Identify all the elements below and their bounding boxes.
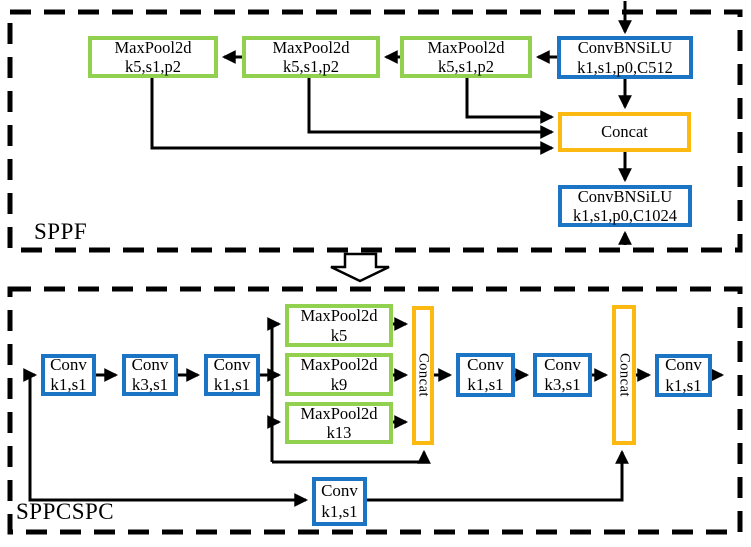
- sppcspc-conv4-box: Conv k1,s1: [456, 353, 515, 397]
- sppcspc-conv5-box: Conv k3,s1: [533, 353, 592, 397]
- sppf-maxpool1-name: MaxPool2d: [114, 37, 192, 57]
- sppcspc-maxpool-k9-params: k9: [330, 374, 348, 394]
- sppcspc-conv6-box: Conv k1,s1: [655, 354, 712, 397]
- sppf-conv-in-params: k1,s1,p0,C512: [577, 57, 673, 77]
- sppf-maxpool3-name: MaxPool2d: [427, 37, 505, 57]
- sppf-maxpool2-box: MaxPool2d k5,s1,p2: [242, 36, 380, 78]
- sppf-maxpool3-box: MaxPool2d k5,s1,p2: [400, 36, 532, 78]
- sppcspc-conv2-box: Conv k3,s1: [122, 354, 178, 396]
- sppcspc-conv5-name: Conv: [544, 354, 581, 374]
- sppcspc-conv6-params: k1,s1: [665, 375, 702, 395]
- sppcspc-conv3-name: Conv: [213, 354, 251, 374]
- sppf-maxpool3-params: k5,s1,p2: [438, 57, 494, 76]
- sppf-maxpool2-params: k5,s1,p2: [283, 57, 339, 76]
- sppf-section-label: SPPF: [34, 219, 88, 244]
- sppcspc-conv6-name: Conv: [665, 355, 702, 375]
- sppcspc-conv2-params: k3,s1: [131, 375, 169, 394]
- sppcspc-conv-shortcut-name: Conv: [321, 481, 358, 501]
- sppcspc-conv-shortcut-params: k1,s1: [321, 501, 358, 521]
- sppcspc-conv1-box: Conv k1,s1: [41, 354, 96, 396]
- sppcspc-conv3-params: k1,s1: [213, 375, 251, 394]
- sppcspc-section-label: SPPCSPC: [16, 499, 115, 524]
- sppcspc-concat1-box: Concat: [412, 306, 434, 445]
- sppcspc-maxpool-k13-name: MaxPool2d: [300, 403, 378, 423]
- sppcspc-container-border: [7, 286, 743, 535]
- sppcspc-connectors: [23, 317, 725, 507]
- sppcspc-concat2-box: Concat: [612, 305, 636, 445]
- sppf-container-border: [7, 9, 743, 253]
- sppf-connectors: [150, 1, 632, 245]
- sppcspc-maxpool-k13-params: k13: [326, 423, 352, 442]
- sppcspc-conv4-params: k1,s1: [467, 375, 504, 394]
- section-flow-arrow: [330, 252, 390, 283]
- sppf-conv-out-box: ConvBNSiLU k1,s1,p0,C1024: [558, 185, 692, 227]
- sppcspc-maxpool-k5-name: MaxPool2d: [300, 306, 378, 326]
- sppcspc-conv5-params: k3,s1: [544, 375, 581, 394]
- sppf-maxpool2-name: MaxPool2d: [272, 37, 350, 57]
- sppf-maxpool1-params: k5,s1,p2: [125, 57, 181, 76]
- sppf-conv-in-name: ConvBNSiLU: [577, 38, 673, 58]
- sppcspc-conv-shortcut-box: Conv k1,s1: [312, 477, 367, 526]
- sppcspc-conv1-name: Conv: [50, 354, 87, 374]
- sppcspc-conv2-name: Conv: [131, 354, 169, 374]
- sppf-conv-out-params: k1,s1,p0,C1024: [572, 206, 678, 225]
- sppcspc-concat2-label: Concat: [616, 352, 633, 398]
- sppcspc-maxpool-k5-params: k5: [330, 325, 348, 345]
- sppcspc-maxpool-k9-name: MaxPool2d: [300, 355, 378, 375]
- sppf-concat-label: Concat: [601, 122, 648, 142]
- sppcspc-conv4-name: Conv: [467, 354, 504, 374]
- sppcspc-maxpool-k13-box: MaxPool2d k13: [285, 402, 393, 444]
- sppf-concat-box: Concat: [558, 112, 691, 152]
- sppcspc-conv3-box: Conv k1,s1: [204, 354, 260, 396]
- sppf-conv-in-box: ConvBNSiLU k1,s1,p0,C512: [557, 36, 693, 79]
- sppcspc-maxpool-k9-box: MaxPool2d k9: [285, 353, 393, 396]
- sppf-conv-out-name: ConvBNSiLU: [577, 186, 673, 206]
- sppf-maxpool1-box: MaxPool2d k5,s1,p2: [88, 36, 218, 78]
- sppcspc-maxpool-k5-box: MaxPool2d k5: [285, 304, 393, 347]
- sppcspc-conv1-params: k1,s1: [50, 375, 87, 394]
- sppcspc-concat1-label: Concat: [415, 353, 432, 398]
